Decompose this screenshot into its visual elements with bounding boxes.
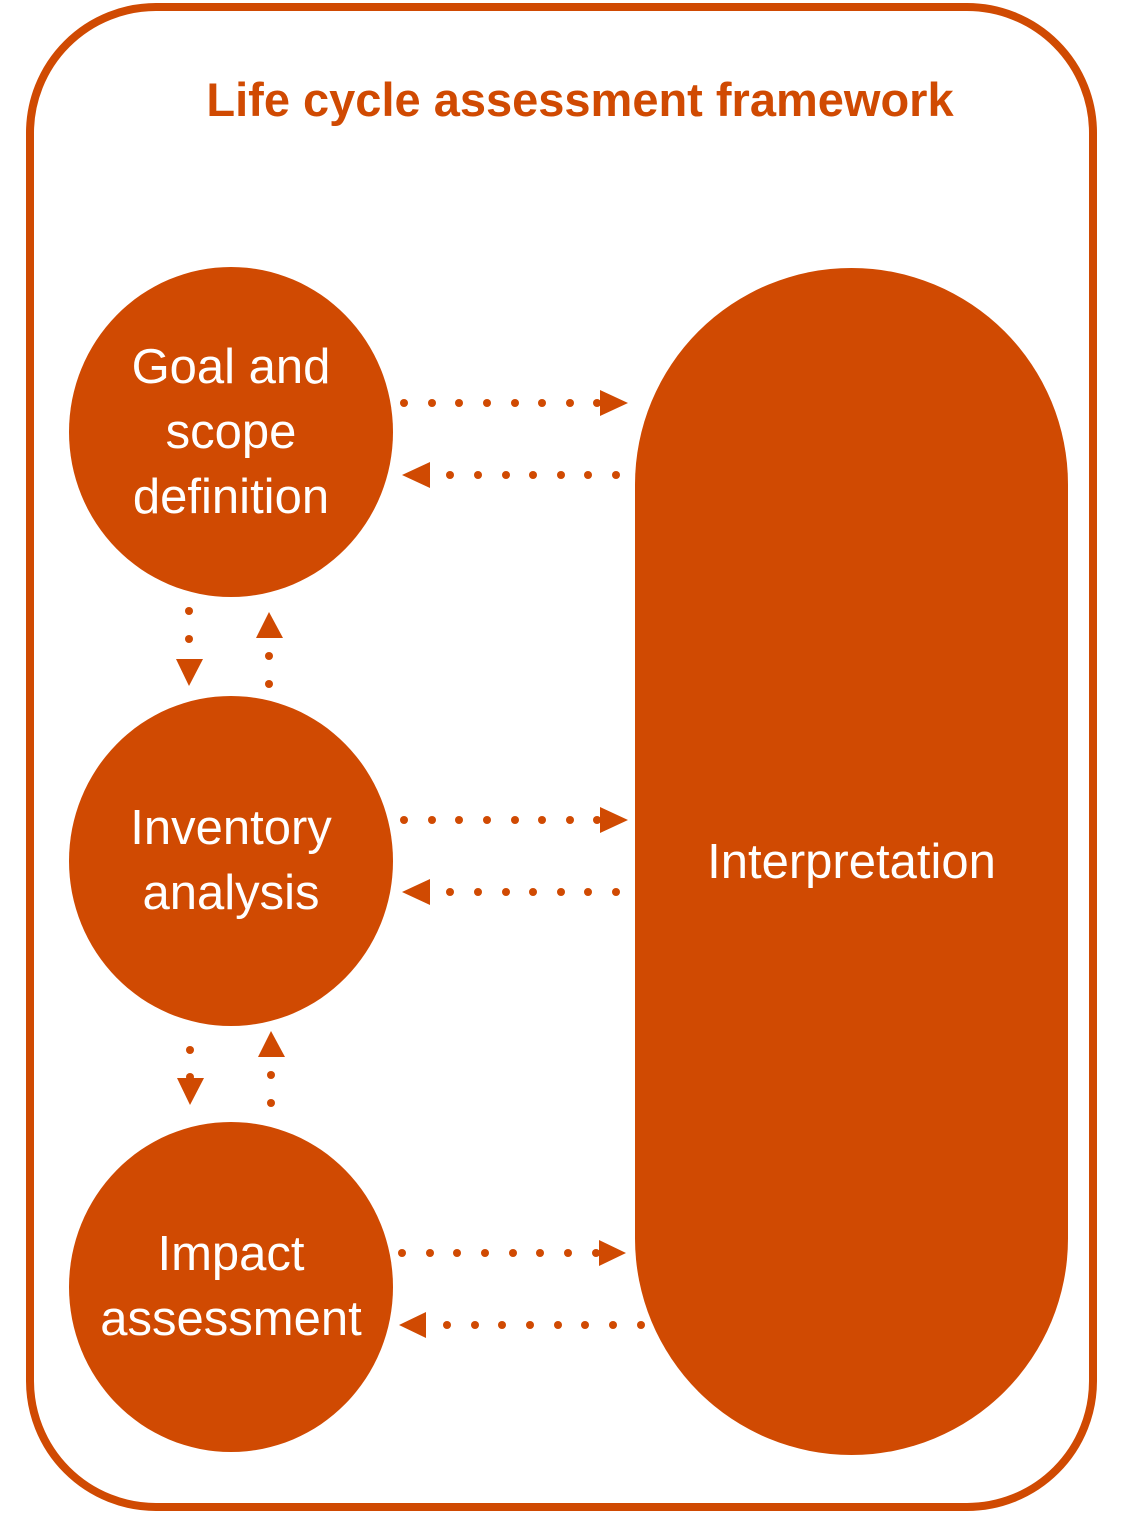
arrow-interpretation-to-inventory bbox=[402, 879, 620, 905]
arrow-inventory-to-interpretation bbox=[400, 807, 628, 833]
phase-label-line: Impact bbox=[157, 1227, 305, 1281]
phase-inventory-analysis: Inventory analysis bbox=[69, 696, 393, 1026]
phase-label-line: analysis bbox=[142, 866, 320, 920]
phase-interpretation: Interpretation bbox=[635, 268, 1068, 1455]
arrow-inventory-to-impact bbox=[177, 1046, 204, 1105]
interpretation-label: Interpretation bbox=[707, 834, 996, 889]
arrow-interpretation-to-impact bbox=[399, 1312, 645, 1338]
phase-label-line: definition bbox=[132, 469, 330, 524]
diagram-title: Life cycle assessment framework bbox=[206, 73, 954, 126]
phase-label-line: scope bbox=[165, 404, 297, 459]
phase-label-line: Inventory bbox=[130, 801, 332, 855]
arrow-interpretation-to-goal bbox=[402, 462, 620, 488]
phase-label-line: Goal and bbox=[131, 339, 331, 394]
phase-impact-assessment: Impact assessment bbox=[69, 1122, 393, 1452]
framework-frame bbox=[26, 3, 1097, 1511]
arrow-goal-to-interpretation bbox=[400, 390, 628, 416]
arrow-goal-to-inventory bbox=[176, 607, 203, 686]
arrow-impact-to-interpretation bbox=[398, 1240, 626, 1266]
phase-label-line: assessment bbox=[100, 1292, 362, 1346]
arrow-inventory-to-goal bbox=[256, 612, 283, 688]
arrow-impact-to-inventory bbox=[258, 1031, 285, 1107]
phase-goal-scope: Goal and scope definition bbox=[69, 267, 393, 597]
